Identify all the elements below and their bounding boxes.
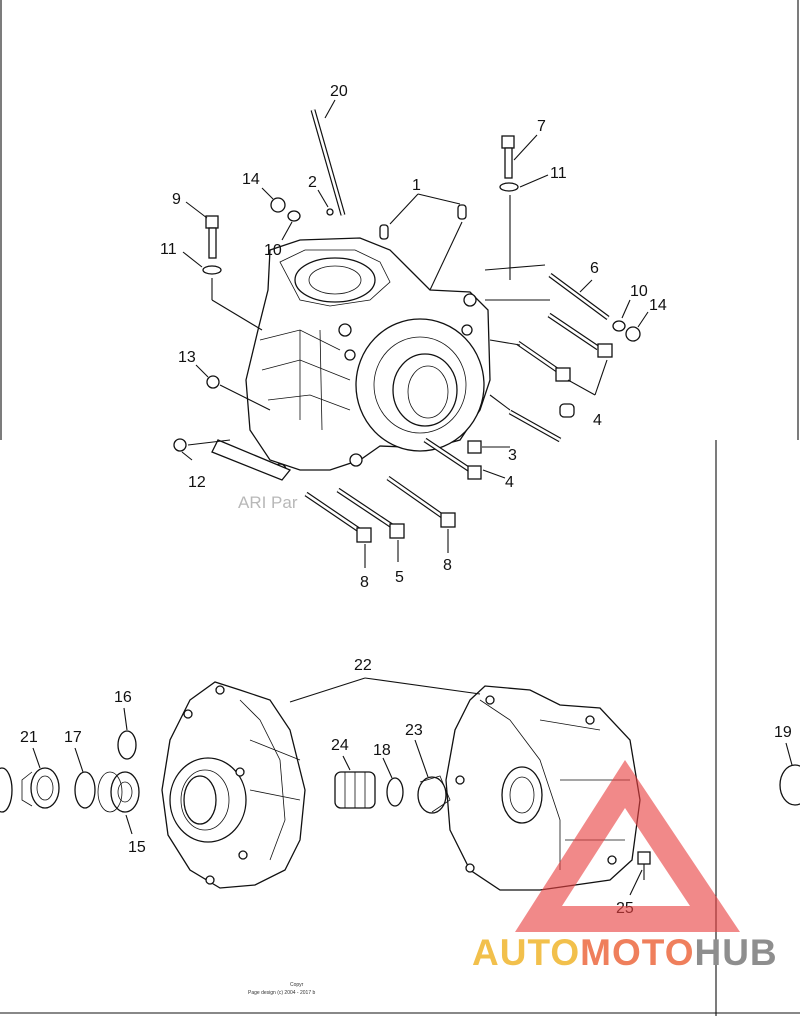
callout-10-left: 10 [264, 242, 282, 259]
part-9-bolt [182, 201, 263, 331]
callout-17: 17 [64, 729, 82, 746]
callout-3: 3 [508, 447, 517, 464]
callout-6: 6 [590, 260, 599, 277]
callout-24: 24 [331, 737, 349, 754]
callout-12: 12 [188, 474, 206, 491]
lower-bolts [304, 437, 510, 568]
left-nuts [173, 364, 271, 461]
logo-part-hub: HUB [694, 932, 778, 973]
faint-watermark-text: ARI Par [238, 493, 298, 512]
callout-22: 22 [354, 657, 372, 674]
callout-8-right: 8 [443, 557, 452, 574]
footer-page-design: Page design (c) 2004 - 2017 b [248, 990, 315, 996]
callout-labels: 20 7 11 14 2 1 9 10 11 6 10 14 13 4 3 4 … [20, 83, 792, 917]
logo-triangle-icon [515, 760, 740, 932]
logo-part-moto: MOTO [580, 932, 695, 973]
callout-9: 9 [172, 191, 181, 208]
callout-7: 7 [537, 118, 546, 135]
callout-14-right: 14 [649, 297, 667, 314]
small-fasteners-top [261, 187, 467, 291]
callout-1: 1 [412, 177, 421, 194]
callout-10-right: 10 [630, 283, 648, 300]
upper-crankcase-group [211, 237, 491, 481]
callout-14-left: 14 [242, 171, 260, 188]
right-bolts [484, 264, 649, 443]
callout-20: 20 [330, 83, 348, 100]
callout-4-upper: 4 [593, 412, 602, 429]
callout-5: 5 [395, 569, 404, 586]
footer-copyright: Copyr [290, 982, 304, 988]
callout-4-lower: 4 [505, 474, 514, 491]
callout-19: 19 [774, 724, 792, 741]
callout-18: 18 [373, 742, 391, 759]
part-7-bolt [499, 134, 549, 280]
callout-15: 15 [128, 839, 146, 856]
callout-23: 23 [405, 722, 423, 739]
callout-11-right: 11 [550, 165, 567, 182]
part-20-stud [310, 99, 346, 216]
callout-2: 2 [308, 174, 317, 191]
logo-part-auto: AUTO [472, 932, 581, 973]
lower-small-parts [0, 677, 800, 896]
callout-13: 13 [178, 349, 196, 366]
automotohub-logo: AUTOMOTOHUB [472, 932, 792, 976]
callout-11-left: 11 [160, 241, 177, 258]
callout-21: 21 [20, 729, 38, 746]
callout-8-left: 8 [360, 574, 369, 591]
callout-16: 16 [114, 689, 132, 706]
lower-left-case-half [161, 681, 306, 889]
